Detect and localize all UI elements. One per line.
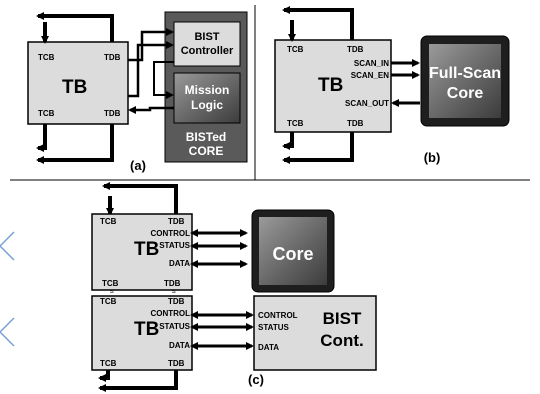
mission-logic-label: Mission — [185, 83, 230, 97]
tcb-label: TCB — [287, 119, 304, 128]
data-label: DATA — [169, 341, 190, 350]
bist-cont-title: BIST — [323, 309, 362, 328]
status-label: STATUS — [159, 322, 190, 331]
panel-a: TCB TDB TB TCB TDB BIST Controller Missi… — [27, 11, 248, 173]
tcb-out-line — [36, 124, 47, 152]
tb-title: TB — [62, 77, 87, 98]
tdb-label: TDB — [168, 297, 185, 306]
tdb-out-line — [36, 12, 114, 42]
bist-controller-box — [173, 21, 241, 67]
tdb-out-line — [282, 132, 354, 164]
tcb-label: TCB — [100, 217, 117, 226]
chevron-left-icon — [0, 231, 15, 261]
bist-cont-title: Cont. — [320, 331, 363, 350]
chip-die — [429, 44, 501, 118]
core-label: Core — [447, 85, 484, 102]
tdb-out-line — [102, 182, 178, 214]
tcb-out-line — [282, 132, 294, 150]
core-caption: BISTed — [186, 130, 226, 144]
core-label: Core — [272, 244, 313, 264]
tcb-label: TCB — [102, 279, 119, 288]
scan-in-label: SCAN_IN — [354, 59, 389, 68]
tdb-out-line — [282, 6, 354, 40]
chip-die — [259, 217, 327, 285]
tcb-out-line — [98, 370, 110, 382]
tb-box — [27, 41, 129, 125]
tb-box-lower — [91, 295, 193, 371]
caption-b: (b) — [424, 150, 441, 165]
core-label: Full-Scan — [429, 65, 501, 82]
control-label: CONTROL — [258, 311, 298, 320]
bist-controller-label: Controller — [181, 45, 234, 57]
status-label: STATUS — [159, 241, 190, 250]
tdb-label: TDB — [104, 109, 121, 118]
status-label: STATUS — [258, 323, 289, 332]
chevron-left-icon — [0, 317, 15, 347]
tcb-label: TCB — [38, 53, 55, 62]
tdb-label: TDB — [168, 359, 185, 368]
panel-c: TCB TDB CONTROL STATUS TB DATA TCB TDB ≈… — [91, 182, 377, 392]
caption-c: (c) — [248, 372, 264, 387]
wavy-connector: ≈ — [172, 289, 176, 296]
wavy-connector: ≈ — [110, 289, 114, 296]
panel-b: TCB TDB SCAN_IN SCAN_EN TB SCAN_OUT TCB … — [274, 6, 510, 165]
scan-en-label: SCAN_EN — [351, 71, 389, 80]
mission-to-tb-line — [128, 106, 174, 114]
tdb-label: TDB — [168, 217, 185, 226]
tcb-label: TCB — [287, 45, 304, 54]
bist-cont-box — [253, 295, 377, 371]
bist-controller-label: BIST — [194, 31, 219, 43]
tcb-label: TCB — [100, 359, 117, 368]
mission-logic-chip — [173, 72, 241, 124]
control-label: CONTROL — [150, 229, 190, 238]
mission-logic-label: Logic — [191, 98, 223, 112]
tb-title: TB — [134, 319, 159, 340]
core-caption: CORE — [189, 144, 224, 158]
data-label: DATA — [169, 259, 190, 268]
data-label: DATA — [258, 343, 279, 352]
scan-out-label: SCAN_OUT — [345, 99, 389, 108]
tdb-out-line — [36, 124, 114, 164]
control-label: CONTROL — [150, 309, 190, 318]
tdb-out-line — [98, 370, 178, 392]
tb-to-bist-line — [128, 41, 174, 98]
caption-a: (a) — [130, 158, 146, 173]
tcb-label: TCB — [100, 297, 117, 306]
tb-title: TB — [318, 75, 343, 96]
tb-box — [274, 39, 392, 133]
tdb-label: TDB — [104, 53, 121, 62]
bist-to-mission-line — [153, 61, 174, 99]
tb-box-upper — [91, 213, 193, 291]
tdb-label: TDB — [347, 45, 364, 54]
tb-title: TB — [134, 239, 159, 260]
tcb-label: TCB — [38, 109, 55, 118]
tdb-label: TDB — [347, 119, 364, 128]
tdb-label: TDB — [164, 279, 181, 288]
